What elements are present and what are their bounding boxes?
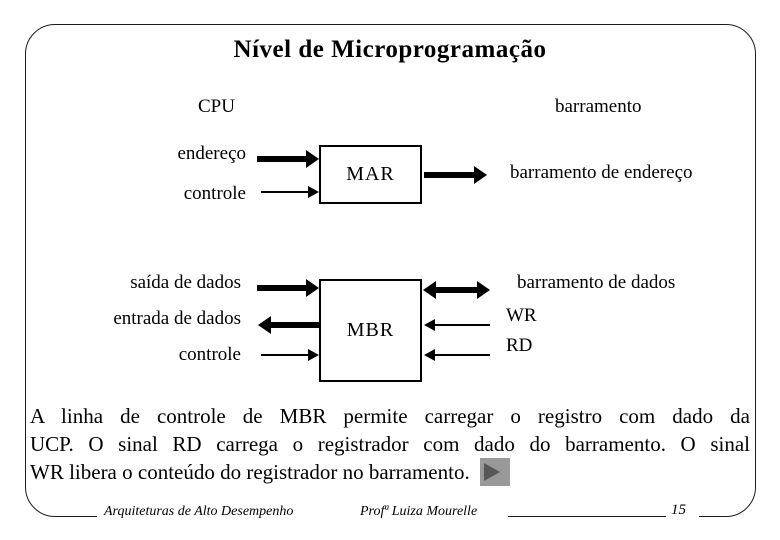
next-slide-button[interactable]	[479, 458, 510, 486]
footer-line-mask	[666, 508, 699, 524]
body-text-line: A linha de controle de MBR permite carre…	[30, 404, 750, 428]
footer-course-title: Arquiteturas de Alto Desempenho	[104, 504, 294, 519]
wr-signal-label: WR	[506, 305, 537, 326]
mar-address-label: endereço	[177, 143, 246, 164]
footer-page-number: 15	[671, 502, 686, 518]
data-in-label: entrada de dados	[113, 308, 241, 329]
body-text: A linha de controle de MBR permite carre…	[30, 403, 750, 486]
cpu-label: CPU	[198, 96, 235, 117]
mbr-register-box: MBR	[319, 279, 422, 382]
slide-title: Nível de Microprogramação	[233, 36, 547, 63]
footer-line-mask	[97, 508, 508, 524]
bus-label: barramento	[555, 96, 642, 117]
body-text-line-end: WR libera o conteúdo do registrador no b…	[30, 460, 470, 484]
body-text-line: WR libera o conteúdo do registrador no b…	[30, 458, 750, 486]
play-arrow-icon	[483, 463, 500, 481]
mar-register-label: MAR	[346, 163, 395, 185]
mar-register-box: MAR	[319, 145, 422, 204]
data-bus-label: barramento de dados	[517, 272, 676, 293]
address-bus-label: barramento de endereço	[510, 162, 693, 183]
mar-control-label: controle	[183, 183, 246, 204]
body-text-line: UCP. O sinal RD carrega o registrador co…	[30, 431, 750, 456]
footer-author: Profª Luiza Mourelle	[360, 504, 478, 519]
mbr-control-label: controle	[178, 344, 241, 365]
rd-signal-label: RD	[506, 335, 533, 356]
mbr-register-label: MBR	[346, 319, 395, 341]
data-out-label: saída de dados	[130, 272, 241, 293]
